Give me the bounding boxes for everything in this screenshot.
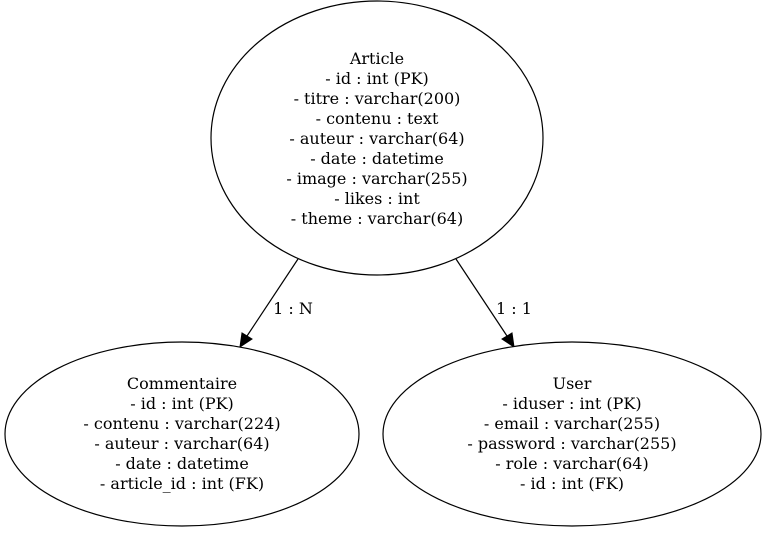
edge-label-article-user: 1 : 1 <box>496 299 532 318</box>
entity-article-field: - contenu : text <box>316 109 439 128</box>
entity-commentaire-field: - date : datetime <box>115 454 249 473</box>
entity-commentaire-title: Commentaire <box>127 374 237 393</box>
entity-article-ellipse <box>210 0 544 276</box>
entity-article-field: - likes : int <box>334 189 420 208</box>
edge-line-article-commentaire <box>246 258 299 337</box>
edge-article-user: 1 : 1 <box>455 258 532 349</box>
entity-article-title: Article <box>349 49 404 68</box>
entity-user-title: User <box>553 374 592 393</box>
entity-user-field: - role : varchar(64) <box>495 454 648 473</box>
entity-commentaire-field: - auteur : varchar(64) <box>94 434 269 453</box>
entity-commentaire-ellipse <box>4 341 360 527</box>
entity-commentaire: Commentaire - id : int (PK) - contenu : … <box>4 341 360 527</box>
edge-label-article-commentaire: 1 : N <box>273 299 313 318</box>
entity-article-field: - image : varchar(255) <box>286 169 467 188</box>
entity-user-field: - password : varchar(255) <box>467 434 676 453</box>
arrowhead-user-icon <box>501 332 515 349</box>
entity-article-field: - theme : varchar(64) <box>291 209 463 228</box>
arrowhead-commentaire-icon <box>239 332 253 349</box>
entity-article-field: - date : datetime <box>310 149 444 168</box>
entity-user-field: - email : varchar(255) <box>484 414 660 433</box>
entity-article-field: - auteur : varchar(64) <box>289 129 464 148</box>
entity-article: Article - id : int (PK) - titre : varcha… <box>210 0 544 276</box>
entity-user-ellipse <box>382 341 762 527</box>
entity-user-field: - iduser : int (PK) <box>502 394 641 413</box>
edge-article-commentaire: 1 : N <box>239 258 313 349</box>
entity-commentaire-field: - article_id : int (FK) <box>100 474 264 493</box>
entity-article-field: - id : int (PK) <box>325 69 429 88</box>
entity-article-field: - titre : varchar(200) <box>294 89 461 108</box>
entity-commentaire-field: - id : int (PK) <box>130 394 234 413</box>
entity-commentaire-field: - contenu : varchar(224) <box>83 414 280 433</box>
entity-user: User - iduser : int (PK) - email : varch… <box>382 341 762 527</box>
entity-user-field: - id : int (FK) <box>520 474 624 493</box>
edge-line-article-user <box>455 258 508 337</box>
